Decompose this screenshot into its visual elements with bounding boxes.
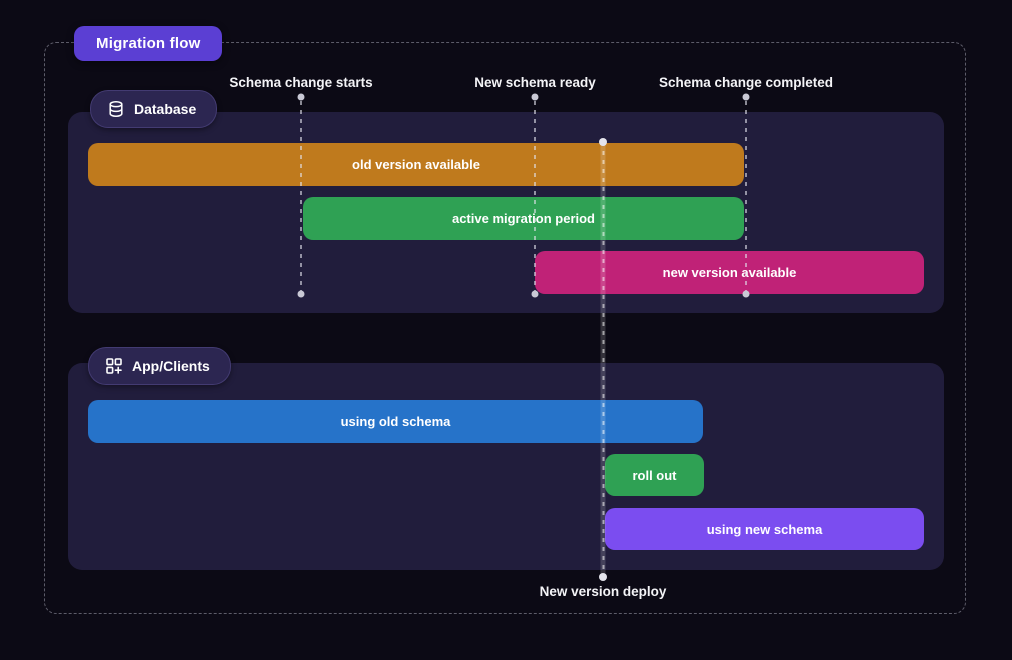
deploy-dot-top: [599, 138, 607, 146]
database-badge-label: Database: [134, 101, 197, 117]
milestone-dot: [531, 290, 539, 298]
app-clients-badge-label: App/Clients: [132, 358, 210, 374]
deploy-label: New version deploy: [539, 584, 667, 599]
milestone-dot: [742, 290, 750, 298]
milestone-dashed-line: [300, 101, 302, 294]
deploy-vertical-line: [600, 142, 606, 577]
milestone-dashed-line: [745, 101, 747, 294]
milestone-dot: [531, 93, 539, 101]
diagram-title-badge: Migration flow: [74, 26, 223, 61]
deploy-dot-bottom: [599, 573, 607, 581]
bar-using-old-schema: using old schema: [88, 400, 703, 443]
bar-old-version-available: old version available: [88, 143, 744, 186]
bar-using-new-schema: using new schema: [605, 508, 924, 550]
database-icon: [107, 100, 125, 118]
bar-active-migration-period: active migration period: [303, 197, 744, 240]
milestone-dot: [297, 93, 305, 101]
milestone-dot: [742, 93, 750, 101]
milestone-label-new-schema-ready: New schema ready: [474, 75, 596, 90]
app-clients-badge: App/Clients: [88, 347, 231, 385]
apps-plus-icon: [105, 357, 123, 375]
milestone-label-schema-change-starts: Schema change starts: [229, 75, 373, 90]
dashed-outer-frame: [44, 42, 966, 614]
bar-roll-out: roll out: [605, 454, 704, 496]
milestone-dot: [297, 290, 305, 298]
database-badge: Database: [90, 90, 218, 128]
milestone-label-schema-change-completed: Schema change completed: [658, 75, 834, 90]
bar-new-version-available: new version available: [535, 251, 924, 294]
milestone-dashed-line: [534, 101, 536, 294]
